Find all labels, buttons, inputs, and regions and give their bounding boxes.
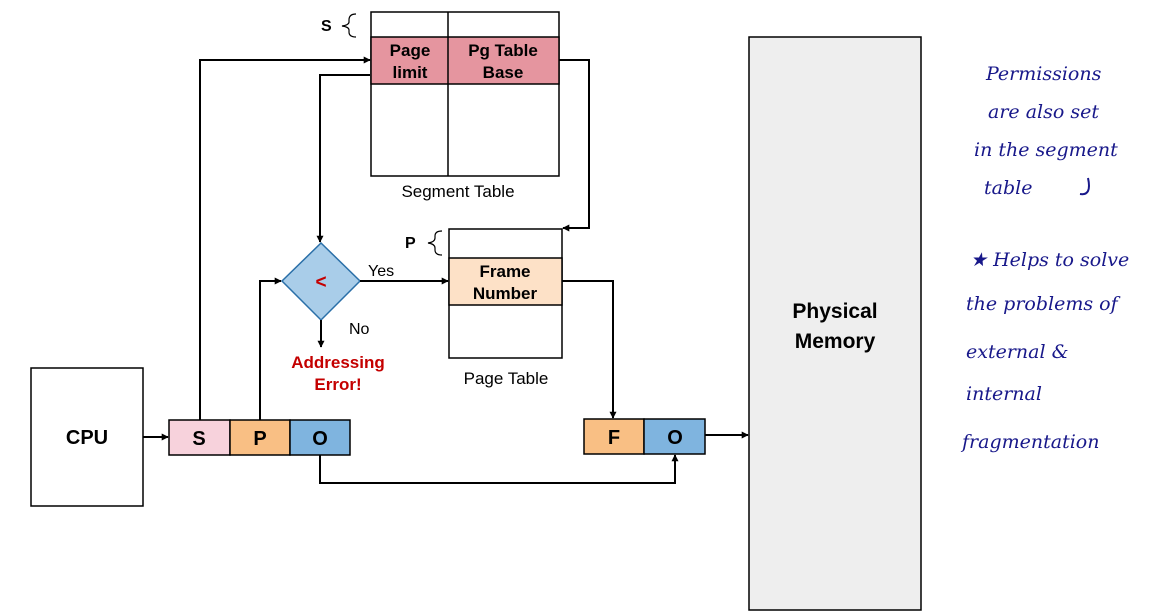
frame-field-label: F [608, 427, 620, 449]
frame-number-entry [448, 257, 563, 306]
segment-table: Page limit Pg Table Base Segment Table S [321, 11, 560, 201]
comparator-symbol: < [315, 272, 326, 293]
virtual-address: S P O [168, 419, 351, 456]
frame-number-arrow [562, 280, 617, 419]
page-index-brace [427, 230, 443, 256]
note1-line3: in the segment [974, 139, 1118, 161]
page-index-arrow [259, 277, 282, 420]
frame-number-label-2: Number [473, 284, 538, 303]
segment-table-caption: Segment Table [401, 182, 514, 201]
physical-memory-label-2: Memory [795, 330, 876, 353]
note1-line1: Permissions [985, 63, 1102, 85]
frame-number-label: Frame [479, 262, 530, 281]
page-limit-label: Page [390, 41, 431, 60]
page-table-caption: Page Table [464, 369, 549, 388]
page-field-label: P [253, 428, 266, 450]
table-base-arrow [559, 59, 590, 232]
no-label: No [349, 321, 370, 338]
arrows [143, 56, 749, 484]
physical-memory-label: Physical [792, 300, 877, 323]
page-index-label: P [405, 235, 416, 252]
offset-arrow [319, 454, 679, 484]
pg-table-base-label-2: Base [483, 63, 524, 82]
physical-address: F O [583, 418, 706, 455]
note2-line2: the problems of [966, 293, 1121, 315]
note2-line5: fragmentation [960, 431, 1099, 453]
yes-label: Yes [368, 263, 394, 280]
note1-line2: are also set [988, 101, 1099, 123]
handwritten-note-fragmentation: ★ Helps to solve the problems of externa… [960, 249, 1129, 453]
segment-index-label: S [321, 18, 332, 35]
note2-line1: ★ Helps to solve [970, 249, 1129, 271]
cpu-box: CPU [30, 367, 144, 507]
segment-index-arrow [199, 56, 371, 420]
pg-table-base-label: Pg Table [468, 41, 538, 60]
note1-hook-mark [1079, 177, 1090, 196]
offset-field-label: O [312, 428, 328, 450]
segment-table-entry [370, 36, 560, 85]
limit-comparator: < Yes No Addressing Error! [280, 241, 394, 394]
physical-offset-field [643, 418, 706, 455]
physical-offset-field-label: O [667, 427, 683, 449]
addressing-error-label: Addressing [291, 353, 385, 372]
note2-line3: external & [966, 341, 1069, 363]
page-limit-label-2: limit [393, 63, 428, 82]
note1-line4: table [984, 177, 1032, 199]
physical-memory: Physical Memory [748, 36, 922, 611]
note2-line4: internal [966, 383, 1042, 405]
offset-field [289, 419, 351, 456]
segment-index-brace [341, 13, 357, 38]
page-table: Frame Number Page Table P [405, 228, 563, 388]
page-limit-arrow [316, 74, 370, 243]
addressing-error-label-2: Error! [314, 375, 361, 394]
cpu-label: CPU [66, 427, 108, 449]
handwritten-note-permissions: Permissions are also set in the segment … [974, 63, 1118, 199]
segment-field-label: S [192, 428, 205, 450]
